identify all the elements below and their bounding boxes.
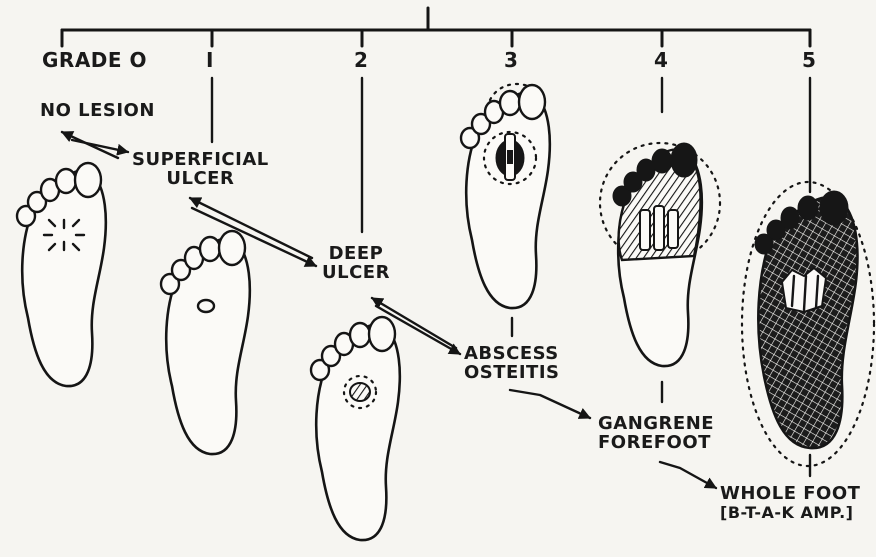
- foot-grade-1-icon: [161, 231, 250, 454]
- whole-foot-label: WHOLE FOOT [B-T-A-K AMP.]: [720, 484, 860, 522]
- grade-5-label: 5: [802, 51, 816, 70]
- no-lesion-label: NO LESION: [40, 101, 155, 120]
- deep-ulcer-line-2: ULCER: [322, 263, 390, 282]
- foot-grade-4-icon: [600, 143, 720, 366]
- gangrene-forefoot-label: GANGRENE FOREFOOT: [598, 414, 714, 452]
- abscess-osteitis-label: ABSCESS OSTEITIS: [464, 344, 559, 382]
- gangrene-line-2: FOREFOOT: [598, 433, 714, 452]
- superficial-ulcer-line-2: ULCER: [132, 169, 269, 188]
- grade-4-label: 4: [654, 51, 668, 70]
- foot-grade-5-icon: [742, 182, 874, 466]
- abscess-line-2: OSTEITIS: [464, 363, 559, 382]
- abscess-line-1: ABSCESS: [464, 344, 559, 363]
- foot-grade-2-icon: [311, 317, 400, 540]
- foot-grade-3-icon: [461, 84, 550, 308]
- deep-ulcer-line-1: DEEP: [322, 244, 390, 263]
- grade-1-label: I: [206, 51, 214, 70]
- whole-foot-line-2: [B-T-A-K AMP.]: [720, 503, 860, 522]
- grade-3-label: 3: [504, 51, 518, 70]
- gangrene-line-1: GANGRENE: [598, 414, 714, 433]
- foot-grade-0-icon: [17, 163, 106, 386]
- grade-2-label: 2: [354, 51, 368, 70]
- deep-ulcer-label: DEEP ULCER: [322, 244, 390, 282]
- grade-0-label: GRADE O: [42, 51, 147, 70]
- superficial-ulcer-label: SUPERFICIAL ULCER: [132, 150, 269, 188]
- whole-foot-line-1: WHOLE FOOT: [720, 484, 860, 503]
- superficial-ulcer-line-1: SUPERFICIAL: [132, 150, 269, 169]
